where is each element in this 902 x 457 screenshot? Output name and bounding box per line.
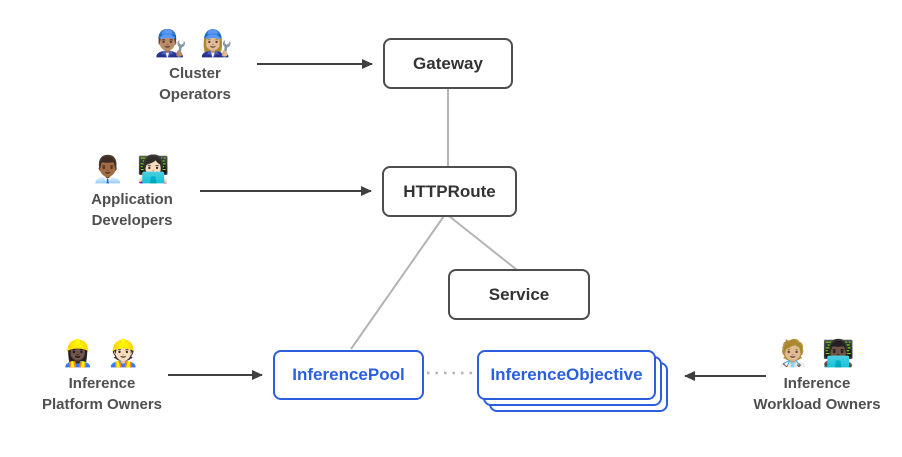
inference-platform-owners-label: Inference Platform Owners bbox=[41, 375, 163, 413]
node-httproute-label: HTTPRoute bbox=[403, 181, 496, 201]
application-developers-emoji: 👨🏾‍💼 👩🏻‍💻 bbox=[91, 154, 173, 184]
node-inference-pool-label: InferencePool bbox=[292, 365, 405, 384]
node-inference-objective-stack: InferenceObjective bbox=[477, 350, 669, 413]
persona-inference-platform-owners: 👷🏿‍♀️ 👷🏻 Inference Platform Owners bbox=[18, 336, 186, 415]
node-inference-pool: InferencePool bbox=[273, 350, 424, 400]
node-httproute: HTTPRoute bbox=[382, 166, 517, 217]
node-inference-objective-label: InferenceObjective bbox=[490, 365, 643, 384]
node-gateway-label: Gateway bbox=[413, 53, 483, 73]
node-service-label: Service bbox=[488, 284, 550, 304]
node-service: Service bbox=[448, 269, 590, 320]
edge-httproute-service bbox=[448, 215, 518, 271]
cluster-operators-emoji: 👨🏽‍🔧 👩🏼‍🔧 bbox=[154, 28, 236, 58]
application-developers-label: Application Developers bbox=[91, 191, 173, 229]
persona-inference-workload-owners: 🧑🏼‍⚕️ 👨🏿‍💻 Inference Workload Owners bbox=[733, 336, 901, 415]
inference-workload-owners-emoji: 🧑🏼‍⚕️ 👨🏿‍💻 bbox=[776, 338, 858, 368]
node-inference-objective: InferenceObjective bbox=[477, 350, 656, 400]
inference-workload-owners-label: Inference Workload Owners bbox=[753, 375, 881, 413]
persona-application-developers: 👨🏾‍💼 👩🏻‍💻 Application Developers bbox=[52, 152, 212, 231]
persona-cluster-operators: 👨🏽‍🔧 👩🏼‍🔧 Cluster Operators bbox=[115, 26, 275, 105]
node-gateway: Gateway bbox=[383, 38, 513, 89]
cluster-operators-label: Cluster Operators bbox=[159, 65, 231, 103]
inference-platform-owners-emoji: 👷🏿‍♀️ 👷🏻 bbox=[61, 338, 143, 368]
edge-httproute-inferencepool bbox=[350, 215, 445, 350]
